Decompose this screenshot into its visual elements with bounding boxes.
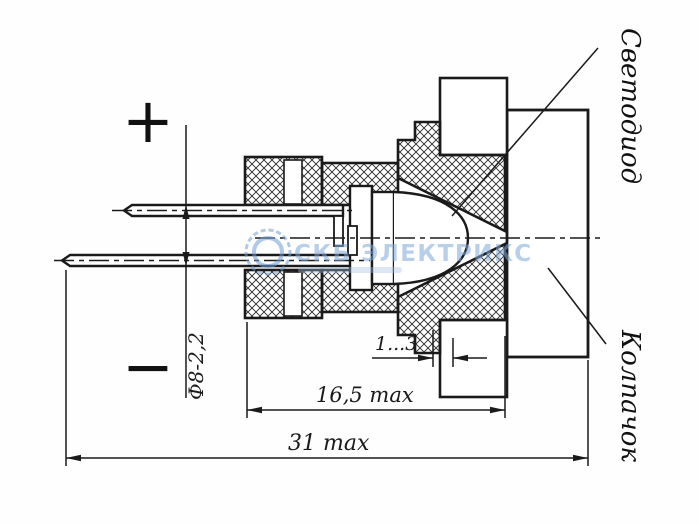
arrow-right [573, 454, 588, 462]
arrow-up [182, 205, 190, 219]
watermark: СКБ ЭЛЕКТРИКС [244, 228, 533, 276]
dim-panel-thickness [372, 330, 487, 367]
led-post-cathode [347, 225, 358, 256]
dim-overall-length-label: 31 max [288, 431, 370, 456]
leader-cap [547, 267, 607, 345]
dim-lead-diameter-label: Ф8-2,2 [184, 332, 208, 400]
dim-panel-thickness-label: 1...3 [375, 333, 417, 355]
plus-symbol: + [122, 84, 174, 157]
housing-slot-upper [283, 159, 303, 205]
cap-outline [505, 108, 590, 359]
housing-right-upper [396, 120, 507, 234]
arrow-left [66, 454, 81, 462]
arrow-right [418, 354, 433, 362]
watermark-logo-inner-icon [252, 236, 284, 268]
arrow-down [182, 252, 190, 266]
mounting-panel [438, 76, 509, 399]
cap-body [505, 108, 590, 359]
centerlines [54, 209, 600, 262]
housing-slot-lower [283, 271, 303, 317]
leader-led [451, 47, 599, 217]
watermark-logo-icon [244, 228, 292, 276]
housing-right-lower [396, 241, 507, 355]
dim-overall-length [65, 270, 589, 466]
arrow-left [247, 406, 262, 414]
panel-upper-section [438, 76, 509, 157]
led-post-anode [333, 215, 344, 247]
label-led: Светодиод [615, 28, 645, 184]
arrow-left [453, 354, 468, 362]
arrow-right [490, 406, 505, 414]
dim-housing-length [246, 322, 506, 418]
label-cap: Колпачок [615, 329, 645, 462]
minus-symbol: − [122, 330, 174, 403]
dim-lead-diameter [182, 125, 190, 398]
watermark-text: СКБ ЭЛЕКТРИКС [294, 241, 533, 267]
watermark-subtext-blur [298, 267, 402, 273]
dim-housing-length-label: 16,5 max [316, 383, 414, 407]
